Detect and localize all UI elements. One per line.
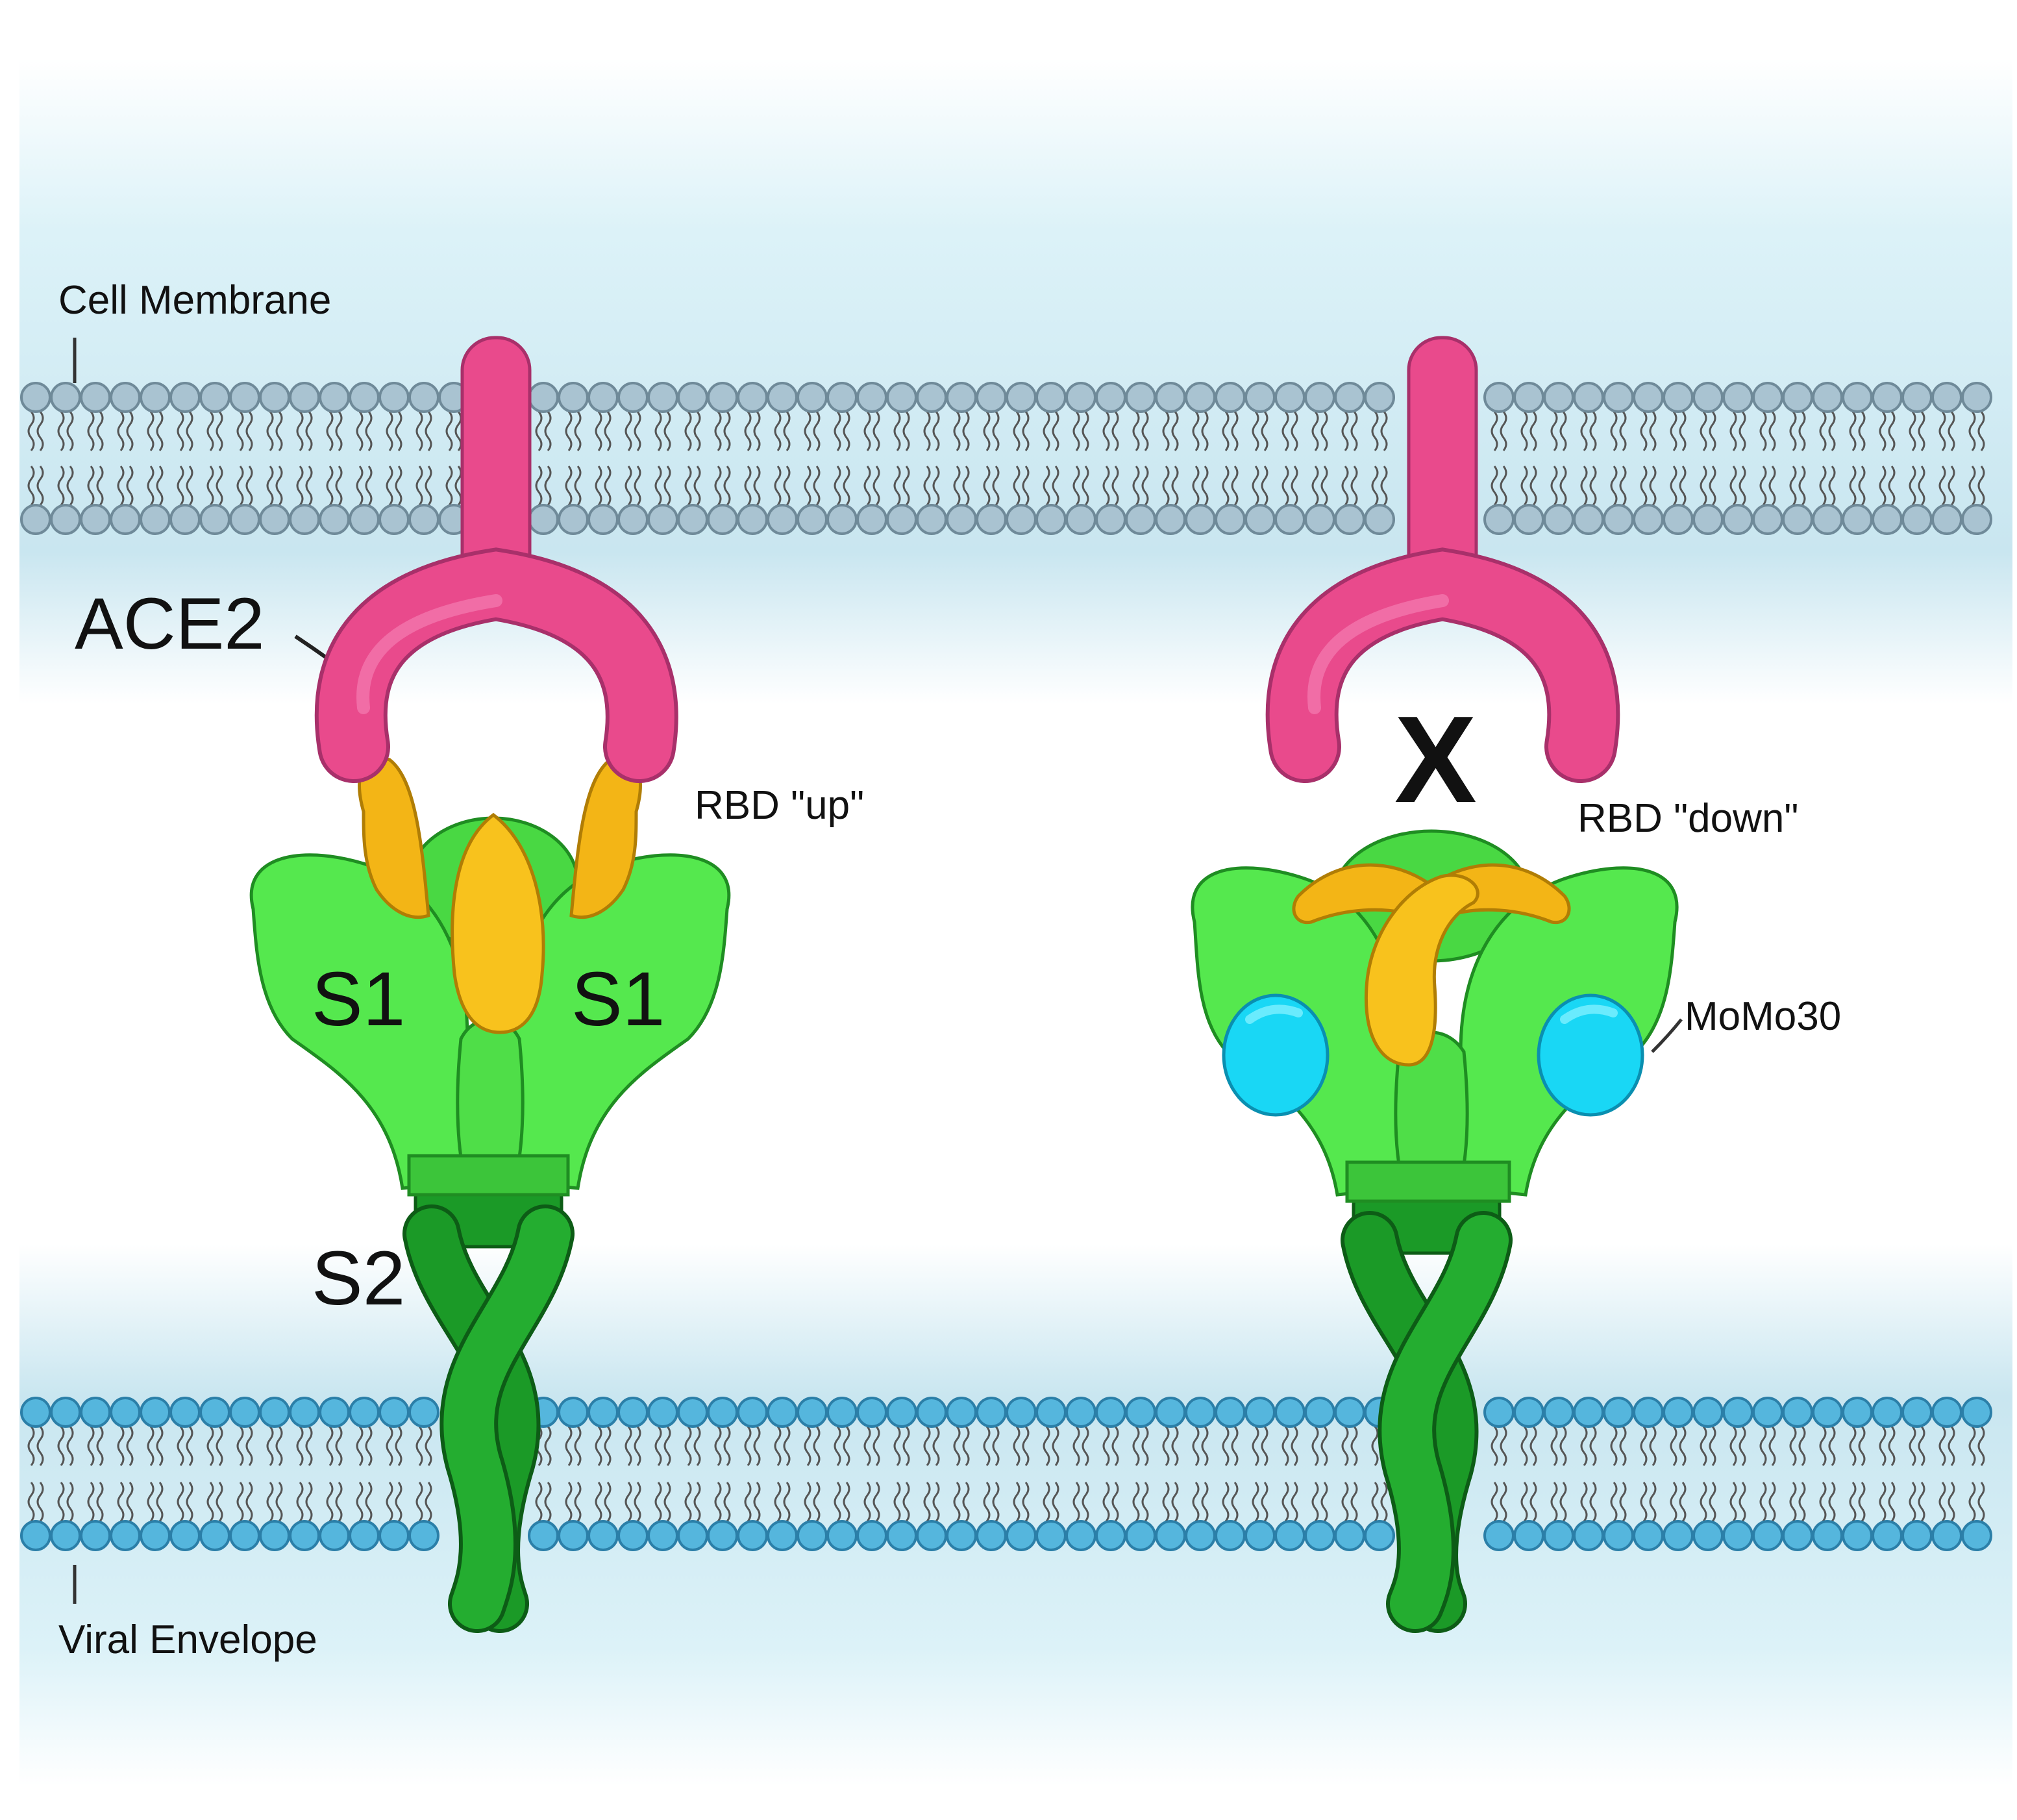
- ace2-receptor-right: [1265, 336, 1620, 783]
- viral-envelope: [20, 1397, 1992, 1551]
- s2-label: S2: [312, 1236, 406, 1321]
- viral-envelope-label: Viral Envelope: [58, 1617, 317, 1662]
- cell-side-background: [19, 58, 2012, 552]
- cell-membrane: [20, 382, 1992, 535]
- ace2-label: ACE2: [75, 583, 265, 664]
- rbd-down-label: RBD "down": [1578, 796, 1799, 841]
- ace2-receptor-left: [314, 336, 678, 783]
- binding-blocked-mark: X: [1394, 691, 1477, 829]
- rbd-down-domains: [1292, 863, 1571, 1067]
- s1-right-label: S1: [571, 956, 665, 1042]
- momo30-leader: [1651, 1018, 1683, 1053]
- spike-s2-stalk-right: [1341, 1193, 1513, 1633]
- s1-left-label: S1: [312, 956, 406, 1042]
- spike-s2-stalk-left: [402, 1186, 575, 1633]
- momo30-label: MoMo30: [1685, 994, 1842, 1039]
- virus-side-background: [19, 1396, 2012, 1786]
- momo30-binder-left: [1222, 993, 1330, 1117]
- rbd-up-label: RBD "up": [695, 783, 865, 828]
- momo30-binder-right: [1537, 993, 1644, 1117]
- rbd-up-domains: [358, 756, 642, 1034]
- cell-membrane-label: Cell Membrane: [58, 278, 332, 323]
